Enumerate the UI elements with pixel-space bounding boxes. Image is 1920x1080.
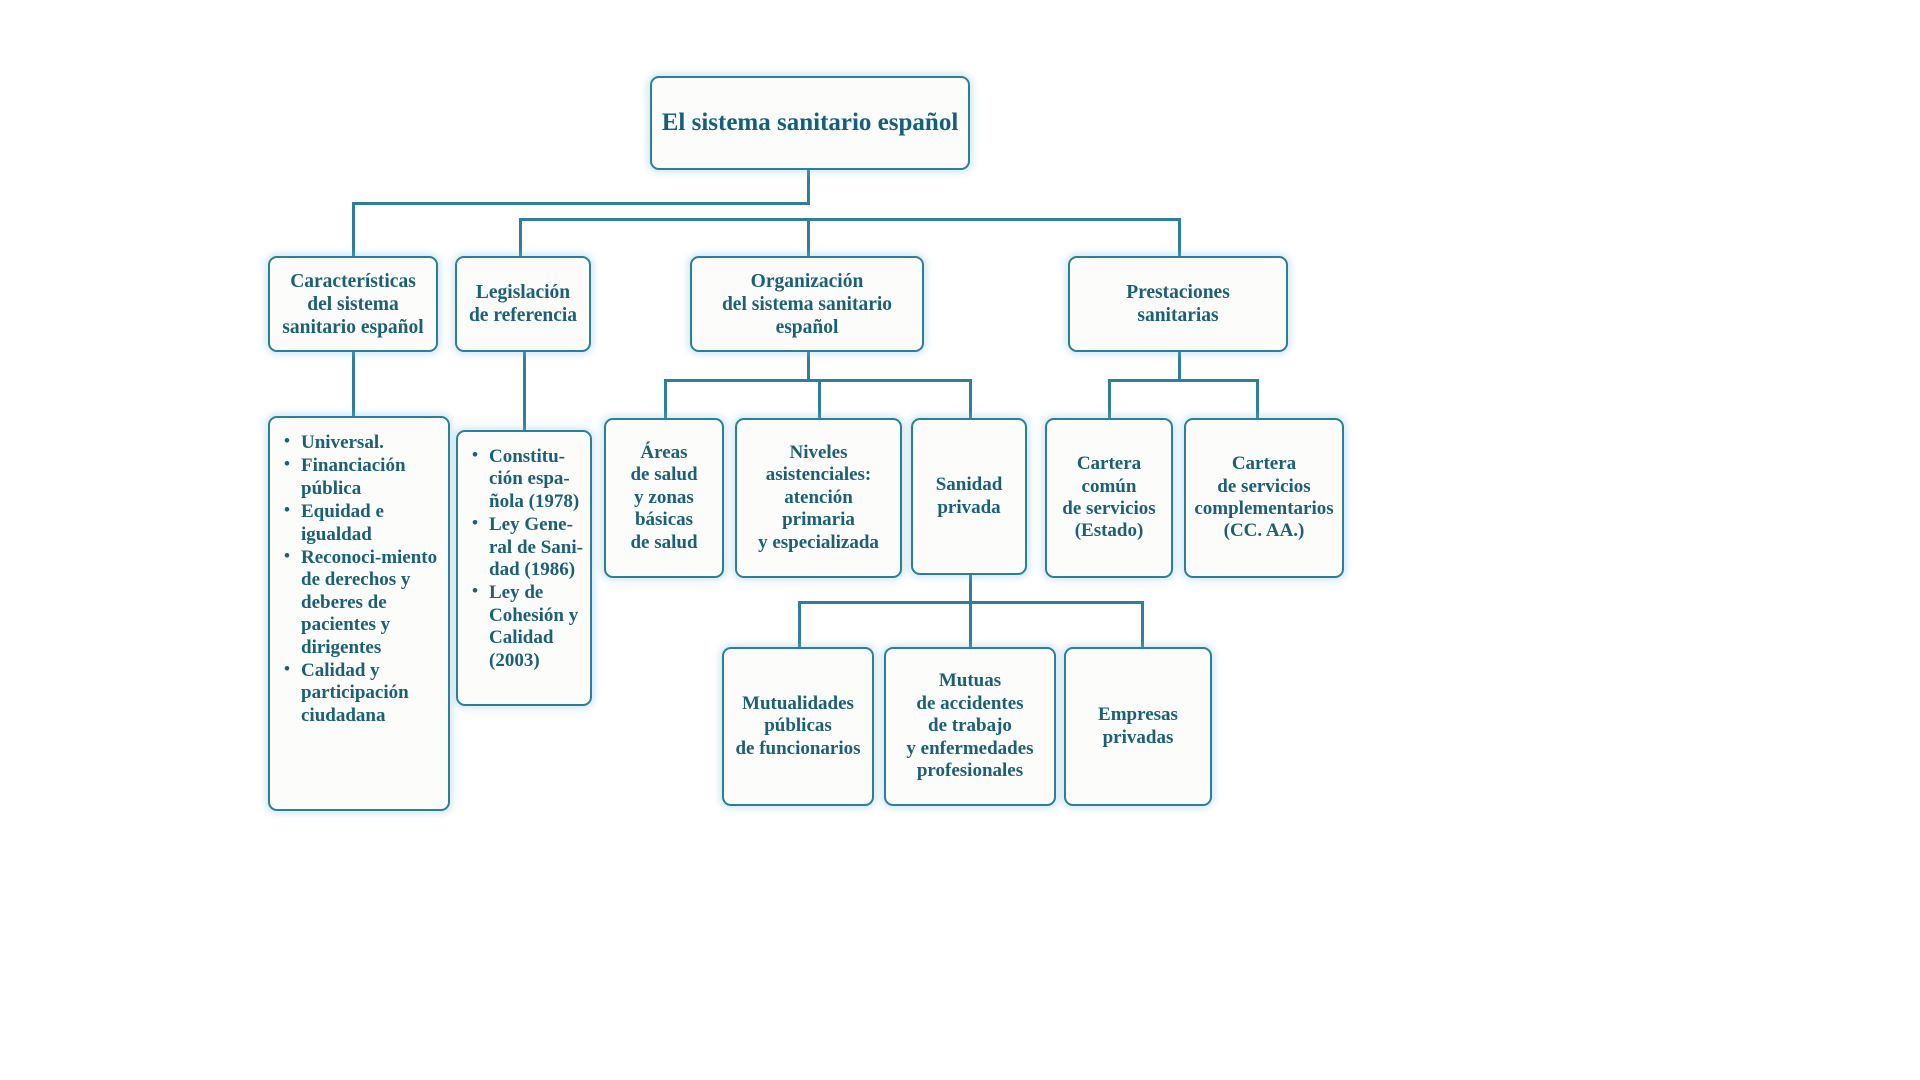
- list-item: Ley de Cohesión y Calidad (2003): [472, 581, 584, 672]
- node-caracteristicas-list[interactable]: Universal. Financiación pública Equidad …: [268, 416, 450, 811]
- list-item: Equidad e igualdad: [284, 500, 442, 546]
- list-item: Universal.: [284, 431, 442, 454]
- caracteristicas-list: Universal. Financiación pública Equidad …: [284, 431, 442, 728]
- connector-drop-legislacion: [519, 218, 522, 257]
- root-node-el-sistema-sanitario-espanol[interactable]: El sistema sanitario español: [650, 76, 970, 170]
- connector-main-bus-right: [519, 218, 1179, 221]
- root-node-label: El sistema sanitario español: [661, 109, 959, 137]
- connector-drop-cartera-complementaria: [1256, 379, 1259, 418]
- connector-caracteristicas-to-list: [352, 352, 355, 416]
- connector-prestaciones-bus: [1108, 379, 1258, 382]
- connector-drop-sanidad-privada: [969, 379, 972, 418]
- connector-sanidad-privada-stem: [969, 575, 972, 647]
- connector-title-stem: [807, 170, 810, 204]
- connector-drop-prestaciones: [1178, 218, 1181, 257]
- list-item: Constitu-ción espa-ñola (1978): [472, 445, 584, 513]
- connector-organizacion-bus: [664, 379, 971, 382]
- connector-main-bus-left: [352, 202, 810, 205]
- connector-drop-cartera-comun: [1108, 379, 1111, 418]
- list-item: Reconoci-miento de derechos y deberes de…: [284, 546, 442, 659]
- connector-organizacion-stem: [807, 352, 810, 380]
- connector-drop-niveles: [818, 379, 821, 418]
- connector-legislacion-to-list: [523, 352, 526, 430]
- node-legislacion-list[interactable]: Constitu-ción espa-ñola (1978) Ley Gene-…: [456, 430, 592, 706]
- legislacion-list: Constitu-ción espa-ñola (1978) Ley Gene-…: [472, 445, 584, 673]
- connector-sanidad-privada-bus: [798, 601, 1143, 604]
- connector-drop-organizacion: [807, 218, 810, 257]
- connector-drop-areas: [664, 379, 667, 418]
- list-item: Ley Gene-ral de Sani-dad (1986): [472, 513, 584, 581]
- connector-drop-caracteristicas: [352, 202, 355, 257]
- connector-drop-empresas: [1141, 601, 1144, 647]
- list-item: Financiación pública: [284, 454, 442, 500]
- connector-drop-mutualidades: [798, 601, 801, 647]
- list-item: Calidad y participación ciudadana: [284, 659, 442, 727]
- connector-prestaciones-stem: [1178, 352, 1181, 380]
